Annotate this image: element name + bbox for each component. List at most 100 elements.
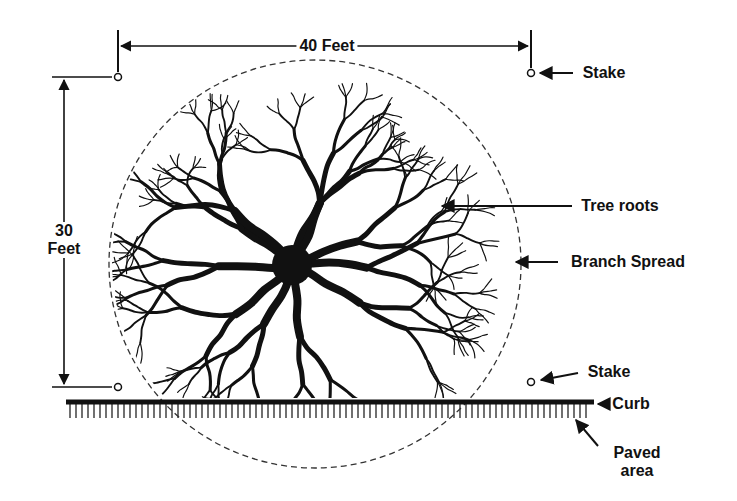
root-stroke (426, 358, 437, 381)
root-stroke (252, 366, 258, 398)
root-stroke (366, 268, 419, 286)
dimension-label: 30 Feet (37, 222, 91, 258)
root-stroke (359, 168, 393, 173)
root-stroke (448, 251, 466, 258)
hatch-stroke (339, 404, 340, 418)
root-stroke (111, 253, 129, 263)
root-stroke (234, 101, 239, 114)
hatch-stroke (255, 404, 256, 418)
root-stroke (448, 275, 454, 289)
root-stroke (405, 328, 443, 332)
root-stroke (158, 164, 169, 174)
root-stroke (278, 99, 280, 114)
hatch-stroke (81, 404, 82, 418)
root-stroke (443, 332, 469, 339)
root-stroke (206, 314, 236, 356)
hatch-stroke (531, 404, 532, 418)
hatch-stroke (387, 404, 388, 418)
root-stroke (240, 123, 252, 136)
hatch-stroke (105, 404, 106, 418)
root-stroke (146, 208, 176, 232)
root-stroke (475, 208, 494, 210)
root-stroke (475, 210, 494, 216)
root-stroke (88, 262, 103, 272)
hatch-stroke (327, 404, 328, 418)
hatch-stroke (117, 404, 118, 418)
root-stroke (357, 242, 401, 247)
hatch-stroke (345, 404, 346, 418)
root-stroke (114, 257, 121, 275)
root-stroke (127, 261, 164, 270)
stake-marker (115, 384, 122, 391)
root-stroke (226, 113, 233, 132)
hatch-stroke (393, 404, 394, 418)
hatch-stroke (231, 404, 232, 418)
root-stroke (196, 390, 210, 398)
root-stroke (401, 155, 415, 162)
root-stroke (460, 272, 477, 273)
root-stroke (479, 290, 496, 293)
hatch-stroke (501, 404, 502, 418)
dimension-tick (117, 30, 119, 72)
root-stroke (346, 84, 353, 98)
hatch-stroke (213, 404, 214, 418)
root-stroke (456, 165, 458, 184)
callout-label: Tree roots (578, 197, 661, 215)
root-stroke (178, 167, 194, 178)
hatch-stroke (483, 404, 484, 418)
hatch-stroke (99, 404, 100, 418)
hatch-stroke (375, 404, 376, 418)
root-stroke (459, 324, 474, 331)
root-stroke (235, 136, 245, 150)
stake-marker (528, 379, 535, 386)
tree-roots (78, 83, 499, 398)
hatch-stroke (441, 404, 442, 418)
hatch-stroke (225, 404, 226, 418)
curb-line (66, 400, 594, 405)
root-stroke (109, 250, 129, 253)
leader-arrow (540, 72, 573, 74)
root-stroke (220, 133, 227, 164)
root-stroke (446, 165, 458, 179)
callout-label: Paved area (603, 444, 671, 480)
hatch-stroke (267, 404, 268, 418)
dimension-tick (52, 386, 112, 388)
hatch-stroke (555, 404, 556, 418)
dimension-label: 40 Feet (296, 37, 357, 55)
hatch-stroke (465, 404, 466, 418)
root-stroke (366, 243, 416, 267)
root-stroke (300, 336, 330, 379)
hatch-stroke (573, 404, 574, 418)
hatch-stroke (423, 404, 424, 418)
root-stroke (458, 173, 477, 184)
hatch-stroke (405, 404, 406, 418)
root-stroke (271, 150, 303, 161)
root-stroke (393, 142, 405, 147)
hatch-stroke (297, 404, 298, 418)
hatch-stroke (87, 404, 88, 418)
root-stroke (128, 301, 148, 312)
leader-arrow (516, 261, 558, 263)
root-stroke (303, 161, 319, 204)
root-stroke (132, 383, 149, 385)
hatch-stroke (75, 404, 76, 418)
root-stroke (91, 246, 98, 267)
hatch-stroke (219, 404, 220, 418)
hatch-stroke (129, 404, 130, 418)
root-stroke (443, 321, 465, 332)
hatch-stroke (141, 404, 142, 418)
root-stroke (94, 165, 113, 173)
root-stroke (222, 95, 228, 109)
root-stroke (454, 294, 476, 309)
root-stroke (453, 339, 455, 354)
hatch-stroke (111, 404, 112, 418)
leader-arrow (598, 403, 606, 405)
root-stroke (480, 243, 487, 261)
hatch-stroke (249, 404, 250, 418)
hatch-stroke (453, 404, 454, 418)
hatch-stroke (195, 404, 196, 418)
root-stroke (378, 159, 401, 162)
root-stroke (117, 143, 123, 162)
root-stroke (208, 133, 220, 164)
